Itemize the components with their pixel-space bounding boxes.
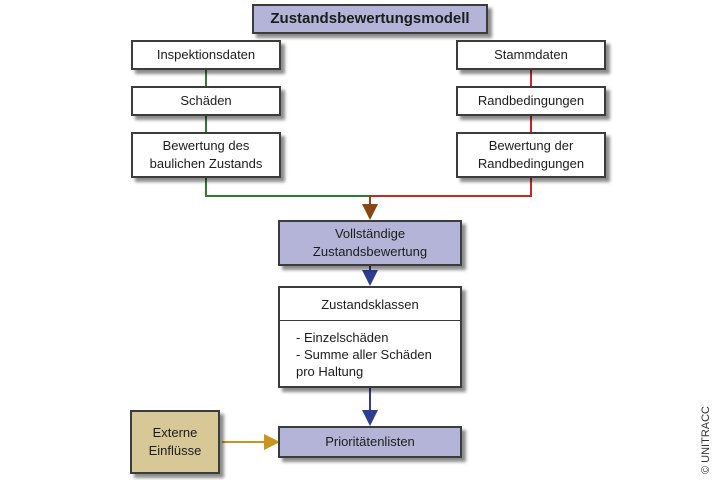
condition-classes-list: - Einzelschäden - Summe aller Schäden pr… [280, 321, 460, 380]
condition-classes-header: Zustandsklassen [280, 288, 460, 321]
structural-assessment-box: Bewertung des baulichen Zustands [131, 132, 281, 178]
master-data-box: Stammdaten [456, 40, 606, 70]
boundary-conditions-box: Randbedingungen [456, 86, 606, 116]
external-influences-box: Externe Einflüsse [130, 410, 220, 474]
diagram-title: Zustandsbewertungsmodell [252, 4, 488, 34]
copyright-notice: © UNITRACC [700, 390, 716, 474]
left-merge [205, 178, 370, 197]
condition-classes-box: Zustandsklassen - Einzelschäden - Summe … [278, 286, 462, 388]
boundary-assessment-box: Bewertung der Randbedingungen [456, 132, 606, 178]
priority-lists-box: Prioritätenlisten [278, 426, 462, 458]
inspection-data-box: Inspektionsdaten [131, 40, 281, 70]
right-merge [370, 178, 532, 197]
copyright-text: © UNITRACC [700, 406, 712, 474]
damages-box: Schäden [131, 86, 281, 116]
complete-assessment-box: Vollständige Zustandsbewertung [278, 220, 462, 266]
condition-class-item: - Einzelschäden [296, 330, 389, 345]
condition-class-item: - Summe aller Schäden pro Haltung [296, 347, 432, 379]
